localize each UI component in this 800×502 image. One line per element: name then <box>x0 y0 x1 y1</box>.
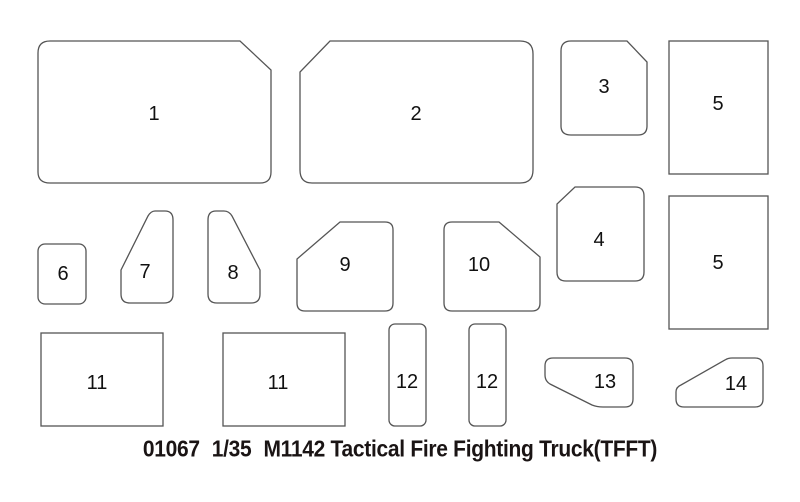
part-2: 2 <box>299 40 534 184</box>
part-13: 13 <box>544 357 634 408</box>
part-11-right-label: 11 <box>268 372 289 394</box>
part-5-bottom-label: 5 <box>712 252 723 274</box>
part-4: 4 <box>556 186 645 282</box>
part-2-label: 2 <box>410 103 421 125</box>
part-1-label: 1 <box>148 103 159 125</box>
part-6-label: 6 <box>57 263 68 285</box>
part-11-right: 11 <box>222 332 346 427</box>
part-8-label: 8 <box>227 262 238 284</box>
kit-scale: 1/35 <box>211 436 252 463</box>
part-11-left: 11 <box>40 332 164 427</box>
part-12-right: 12 <box>468 323 507 427</box>
part-8: 8 <box>207 210 261 304</box>
part-7-label: 7 <box>139 261 150 283</box>
part-12-left: 12 <box>388 323 427 427</box>
part-13-label: 13 <box>594 371 616 393</box>
part-10: 10 <box>443 221 541 312</box>
part-9-label: 9 <box>339 254 350 276</box>
part-5-top-label: 5 <box>712 93 723 115</box>
part-7: 7 <box>120 210 174 304</box>
part-3: 3 <box>560 40 648 136</box>
part-12-left-label: 12 <box>396 371 418 393</box>
part-10-label: 10 <box>468 254 490 276</box>
part-5-top: 5 <box>668 40 769 175</box>
kit-title: M1142 Tactical Fire Fighting Truck(TFFT) <box>263 436 658 463</box>
part-9: 9 <box>296 221 394 312</box>
part-1: 1 <box>37 40 272 184</box>
kit-code: 01067 <box>142 436 200 463</box>
sheet-caption: 01067 1/35 M1142 Tactical Fire Fighting Tr… <box>0 437 800 464</box>
part-11-left-label: 11 <box>87 372 108 394</box>
part-12-right-label: 12 <box>476 371 498 393</box>
part-6: 6 <box>37 243 87 305</box>
part-14-label: 14 <box>725 373 747 395</box>
part-5-bottom: 5 <box>668 195 769 330</box>
part-14: 14 <box>675 357 764 408</box>
part-4-label: 4 <box>593 229 604 251</box>
part-3-label: 3 <box>598 76 609 98</box>
